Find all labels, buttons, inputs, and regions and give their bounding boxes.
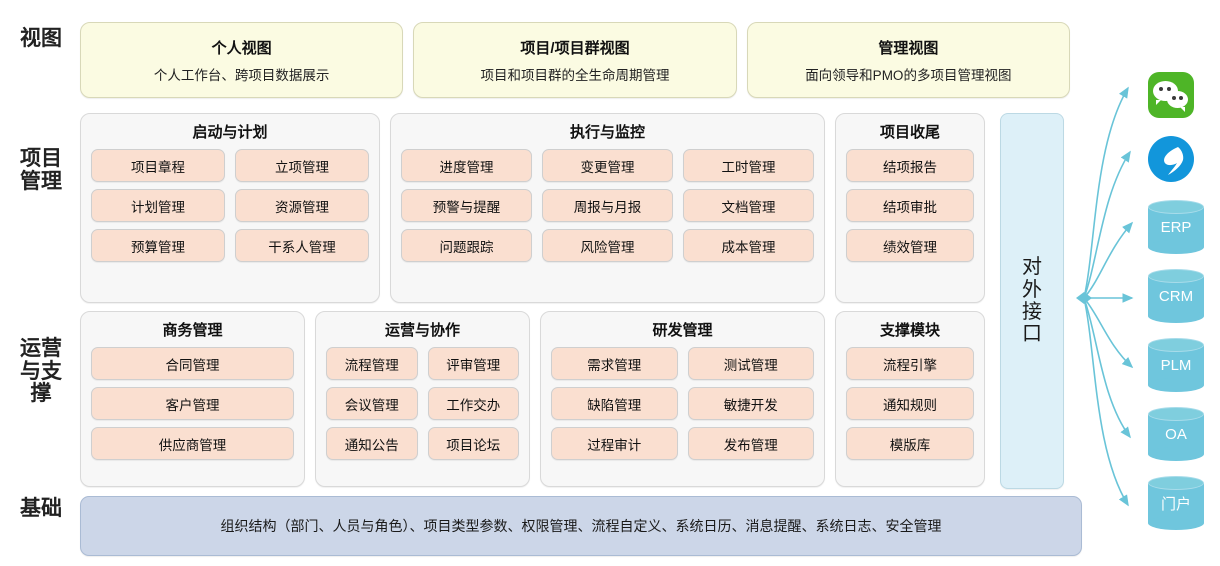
database-cylinder-icon: ERP <box>1148 200 1204 254</box>
module-chip[interactable]: 合同管理 <box>91 347 294 380</box>
external-system-wechat[interactable] <box>1148 72 1204 118</box>
view-card-subtitle: 面向领导和PMO的多项目管理视图 <box>805 67 1012 83</box>
module-chip[interactable]: 工时管理 <box>683 149 814 182</box>
operations-support-layer: 商务管理 合同管理 客户管理 供应商管理 运营与协作 流程管理 评审管理 会议管… <box>80 311 985 487</box>
group-title: 研发管理 <box>652 322 713 339</box>
module-chip[interactable]: 流程管理 <box>326 347 418 380</box>
module-chip[interactable]: 预算管理 <box>91 229 225 262</box>
module-chip[interactable]: 结项审批 <box>846 189 974 222</box>
module-chip[interactable]: 风险管理 <box>542 229 673 262</box>
view-card-personal[interactable]: 个人视图 个人工作台、跨项目数据展示 <box>80 22 404 98</box>
external-system-label: OA <box>1165 425 1187 443</box>
module-chip[interactable]: 评审管理 <box>427 347 519 380</box>
group-card-support-modules: 支撑模块 流程引擎 通知规则 模版库 <box>835 311 985 487</box>
group-title: 支撑模块 <box>879 322 940 339</box>
chip-grid: 需求管理 测试管理 缺陷管理 敏捷开发 过程审计 发布管理 <box>551 347 814 460</box>
row-label-operations-support: 运营与支撑 <box>20 337 62 406</box>
database-cylinder-icon: 门户 <box>1148 476 1204 530</box>
module-chip[interactable]: 通知规则 <box>846 387 974 420</box>
module-chip[interactable]: 通知公告 <box>326 427 418 460</box>
group-card-project-closure: 项目收尾 结项报告 结项审批 绩效管理 <box>835 113 985 303</box>
module-chip[interactable]: 问题跟踪 <box>401 229 532 262</box>
database-cylinder-icon: OA <box>1148 407 1204 461</box>
module-chip[interactable]: 资源管理 <box>235 189 369 222</box>
view-layer: 个人视图 个人工作台、跨项目数据展示 项目/项目群视图 项目和项目群的全生命周期… <box>80 22 1070 98</box>
module-chip[interactable]: 发布管理 <box>687 427 814 460</box>
chip-grid: 流程引擎 通知规则 模版库 <box>846 347 974 460</box>
module-chip[interactable]: 计划管理 <box>91 189 225 222</box>
group-card-operations-collaboration: 运营与协作 流程管理 评审管理 会议管理 工作交办 通知公告 项目论坛 <box>315 311 530 487</box>
view-card-project[interactable]: 项目/项目群视图 项目和项目群的全生命周期管理 <box>413 22 737 98</box>
module-chip[interactable]: 预警与提醒 <box>401 189 532 222</box>
module-chip[interactable]: 供应商管理 <box>91 427 294 460</box>
module-chip[interactable]: 干系人管理 <box>235 229 369 262</box>
module-chip[interactable]: 过程审计 <box>551 427 678 460</box>
database-cylinder-icon: CRM <box>1148 269 1204 323</box>
module-chip[interactable]: 变更管理 <box>542 149 673 182</box>
module-chip[interactable]: 项目章程 <box>91 149 225 182</box>
module-chip[interactable]: 结项报告 <box>846 149 974 182</box>
row-label-view: 视图 <box>20 27 62 50</box>
foundation-text: 组织结构（部门、人员与角色）、项目类型参数、权限管理、流程自定义、系统日历、消息… <box>220 518 942 534</box>
module-chip[interactable]: 敏捷开发 <box>687 387 814 420</box>
module-chip[interactable]: 需求管理 <box>551 347 678 380</box>
row-label-project-management: 项目管理 <box>20 147 62 193</box>
external-system-plm[interactable]: PLM <box>1148 338 1204 392</box>
group-title: 商务管理 <box>162 322 223 339</box>
row-label-foundation: 基础 <box>20 497 62 520</box>
module-chip[interactable]: 文档管理 <box>683 189 814 222</box>
module-chip[interactable]: 绩效管理 <box>846 229 974 262</box>
wechat-icon <box>1148 72 1194 118</box>
external-system-erp[interactable]: ERP <box>1148 200 1204 254</box>
group-card-rnd-management: 研发管理 需求管理 测试管理 缺陷管理 敏捷开发 过程审计 发布管理 <box>540 311 825 487</box>
view-card-title: 项目/项目群视图 <box>520 39 630 57</box>
module-chip[interactable]: 项目论坛 <box>427 427 519 460</box>
external-system-label: 门户 <box>1160 495 1191 513</box>
external-system-label: ERP <box>1160 218 1192 236</box>
external-system-portal[interactable]: 门户 <box>1148 476 1204 530</box>
chip-grid: 流程管理 评审管理 会议管理 工作交办 通知公告 项目论坛 <box>326 347 519 460</box>
module-chip[interactable]: 进度管理 <box>401 149 532 182</box>
external-system-label: CRM <box>1158 287 1194 305</box>
group-title: 启动与计划 <box>192 124 268 141</box>
dingtalk-icon <box>1148 136 1194 182</box>
group-card-business-management: 商务管理 合同管理 客户管理 供应商管理 <box>80 311 305 487</box>
group-title: 项目收尾 <box>879 124 940 141</box>
module-chip[interactable]: 成本管理 <box>683 229 814 262</box>
module-chip[interactable]: 周报与月报 <box>542 189 673 222</box>
view-card-management[interactable]: 管理视图 面向领导和PMO的多项目管理视图 <box>746 22 1070 98</box>
module-chip[interactable]: 客户管理 <box>91 387 294 420</box>
module-chip[interactable]: 测试管理 <box>687 347 814 380</box>
external-interface-bar[interactable]: 对外接口 <box>1000 113 1064 489</box>
external-system-oa[interactable]: OA <box>1148 407 1204 461</box>
view-card-title: 管理视图 <box>878 39 939 57</box>
module-chip[interactable]: 立项管理 <box>235 149 369 182</box>
external-interface-label: 对外接口 <box>1022 256 1042 346</box>
database-cylinder-icon: PLM <box>1148 338 1204 392</box>
chip-grid: 项目章程 立项管理 计划管理 资源管理 预算管理 干系人管理 <box>91 149 369 262</box>
group-card-initiation-planning: 启动与计划 项目章程 立项管理 计划管理 资源管理 预算管理 干系人管理 <box>80 113 380 303</box>
chip-grid: 进度管理 变更管理 工时管理 预警与提醒 周报与月报 文档管理 问题跟踪 风险管… <box>401 149 814 262</box>
module-chip[interactable]: 流程引擎 <box>846 347 974 380</box>
external-system-label: PLM <box>1160 356 1192 374</box>
view-card-subtitle: 项目和项目群的全生命周期管理 <box>480 67 670 83</box>
external-system-dingtalk[interactable] <box>1148 136 1204 182</box>
foundation-band: 组织结构（部门、人员与角色）、项目类型参数、权限管理、流程自定义、系统日历、消息… <box>80 496 1082 556</box>
group-card-execution-monitoring: 执行与监控 进度管理 变更管理 工时管理 预警与提醒 周报与月报 文档管理 问题… <box>390 113 825 303</box>
view-card-subtitle: 个人工作台、跨项目数据展示 <box>153 67 330 83</box>
group-title: 执行与监控 <box>569 124 645 141</box>
external-systems-column: ERP CRM PLM OA <box>1138 60 1214 540</box>
chip-grid: 结项报告 结项审批 绩效管理 <box>846 149 974 262</box>
chip-grid: 合同管理 客户管理 供应商管理 <box>91 347 294 460</box>
module-chip[interactable]: 工作交办 <box>427 387 519 420</box>
module-chip[interactable]: 模版库 <box>846 427 974 460</box>
external-system-crm[interactable]: CRM <box>1148 269 1204 323</box>
project-management-layer: 启动与计划 项目章程 立项管理 计划管理 资源管理 预算管理 干系人管理 执行与… <box>80 113 985 303</box>
view-card-title: 个人视图 <box>211 39 272 57</box>
group-title: 运营与协作 <box>384 322 460 339</box>
module-chip[interactable]: 会议管理 <box>326 387 418 420</box>
module-chip[interactable]: 缺陷管理 <box>551 387 678 420</box>
